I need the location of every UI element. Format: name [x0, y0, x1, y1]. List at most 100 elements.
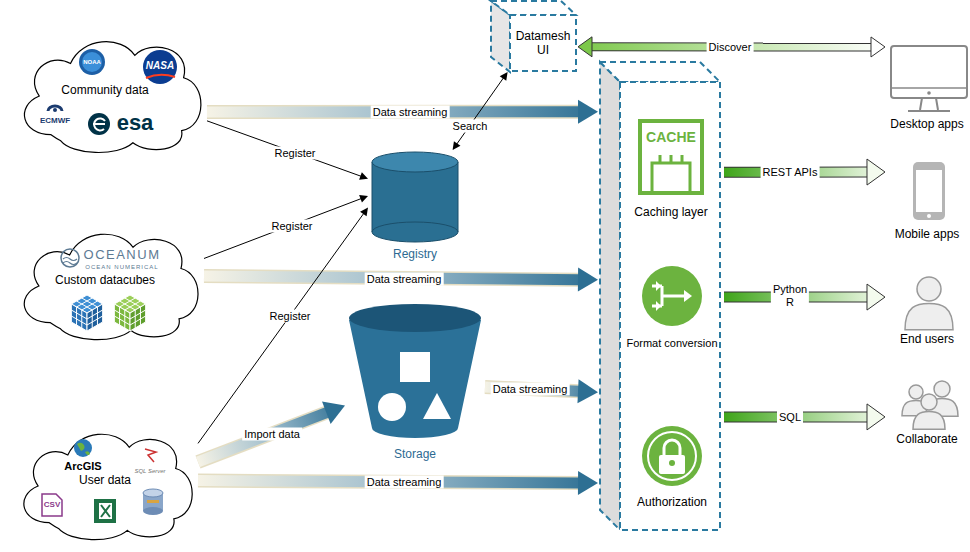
storage-bucket: [349, 304, 481, 332]
arrow-shaft: [198, 213, 364, 443]
service-icon: CACHE Caching layer: [625, 118, 717, 223]
arrow-head: [359, 195, 368, 202]
nasa-logo: [143, 50, 177, 84]
node-label: CSV: [44, 500, 60, 509]
node-label: Custom datacubes: [55, 274, 155, 288]
registry-database: Registry: [368, 150, 462, 265]
text-slot: CSV: [44, 500, 60, 509]
node-label: OCEANUM: [84, 248, 161, 263]
node-label: ArcGIS: [64, 460, 101, 473]
lock-icon: [642, 426, 702, 486]
box-top: [491, 1, 576, 15]
thin-arrow: [204, 195, 368, 258]
text-slot: SQL Server: [134, 468, 165, 475]
node-label: ECMWF: [40, 116, 70, 125]
storage-shape: [400, 352, 430, 382]
format-icon: [684, 290, 692, 302]
excel-icon: [99, 503, 112, 519]
arrow-head: [578, 100, 598, 124]
node-shape-group: [642, 426, 702, 486]
text-slot: CACHE: [646, 129, 696, 145]
person-body: [913, 412, 945, 430]
text-slot: Storage: [394, 448, 436, 462]
excel-icon: [94, 499, 116, 523]
node-label: esa: [117, 110, 154, 135]
storage-shape: [423, 393, 451, 419]
storage-bucket: [349, 320, 481, 438]
platform-side: [600, 62, 620, 530]
cube-grid: [114, 310, 130, 328]
arrow-head: [867, 284, 885, 310]
arrow-shaft: [207, 121, 361, 177]
monitor-icon: [892, 87, 966, 89]
node-label: Community data: [61, 84, 148, 98]
arcgis-globe: [74, 439, 92, 457]
arrow-head: [871, 37, 885, 57]
node-shape-group: [905, 277, 953, 330]
data-source-cloud: Community dataNOAANASAECMWFesa: [12, 33, 207, 155]
node-label: OCEAN NUMERICAL: [85, 264, 158, 271]
ui-box: Datamesh UI: [490, 0, 578, 72]
nasa-swoosh: [146, 75, 175, 78]
node-label: End users: [900, 333, 954, 347]
data-stream-arrow: [198, 401, 345, 461]
node-label: Mobile apps: [895, 228, 960, 242]
arrow-head: [578, 268, 598, 292]
cache-icon: [640, 121, 702, 193]
text-slot: Collaborate: [896, 433, 957, 447]
node-label: Authorization: [637, 496, 707, 510]
node-shape-group: [640, 121, 702, 193]
arrow-head: [322, 401, 345, 423]
connector-label: Data streaming: [365, 273, 444, 286]
client-icon: Collaborate: [885, 374, 969, 448]
person-head: [921, 394, 937, 410]
client-icon: End users: [885, 272, 969, 348]
sqlserver-logo: [145, 449, 156, 462]
text-slot: Registry: [393, 248, 437, 262]
access-arrow: [724, 404, 885, 430]
arrow-head: [578, 37, 592, 57]
text-slot: OCEANUM: [84, 248, 161, 263]
cube-grid: [130, 310, 146, 328]
text-slot: Custom datacubes: [55, 274, 155, 288]
text-slot: esa: [117, 110, 154, 135]
excel-icon: [101, 505, 110, 517]
text-slot: NASA: [146, 60, 174, 72]
node-shape-group: [642, 266, 702, 326]
cloud-outline: [24, 434, 192, 539]
cache-icon: [652, 155, 690, 193]
node-label: SQL Server: [134, 468, 165, 475]
text-slot: Desktop apps: [890, 118, 963, 132]
arrow-head: [867, 159, 885, 185]
monitor-icon: [891, 46, 967, 98]
connector-label: Data streaming: [491, 383, 570, 396]
ecmwf-logo: [48, 106, 62, 111]
cube-grid: [130, 307, 146, 325]
node-label: Caching layer: [634, 206, 707, 220]
data-stream-arrow: [485, 379, 598, 403]
text-slot: ECMWF: [40, 116, 70, 125]
phone-icon: [916, 170, 942, 212]
node-shape-group: [24, 434, 192, 539]
arrow-head: [500, 72, 508, 81]
node-shape-group: [372, 152, 458, 242]
phone-icon: [927, 214, 931, 218]
node-label: Storage: [394, 448, 436, 462]
connector-label: Discover: [707, 41, 754, 54]
data-source-cloud: ArcGISSQL ServerUser dataCSV: [12, 426, 198, 542]
connector-label: Import data: [242, 428, 302, 441]
connector-label: Register: [270, 220, 315, 233]
node-shape-group: [902, 381, 958, 429]
text-slot: Format conversion: [626, 337, 717, 350]
oceanum-logo: [63, 258, 77, 265]
cloud-outline: [24, 42, 200, 153]
text-slot: Community data: [61, 84, 148, 98]
thin-arrow: [207, 121, 368, 180]
data-stream-arrow: [207, 100, 598, 124]
cube-face: [114, 304, 130, 331]
format-icon: [656, 301, 661, 311]
platform-top: [600, 62, 720, 82]
arrow-head: [453, 141, 461, 150]
person-body: [905, 303, 953, 329]
esa-logo: [88, 113, 110, 135]
